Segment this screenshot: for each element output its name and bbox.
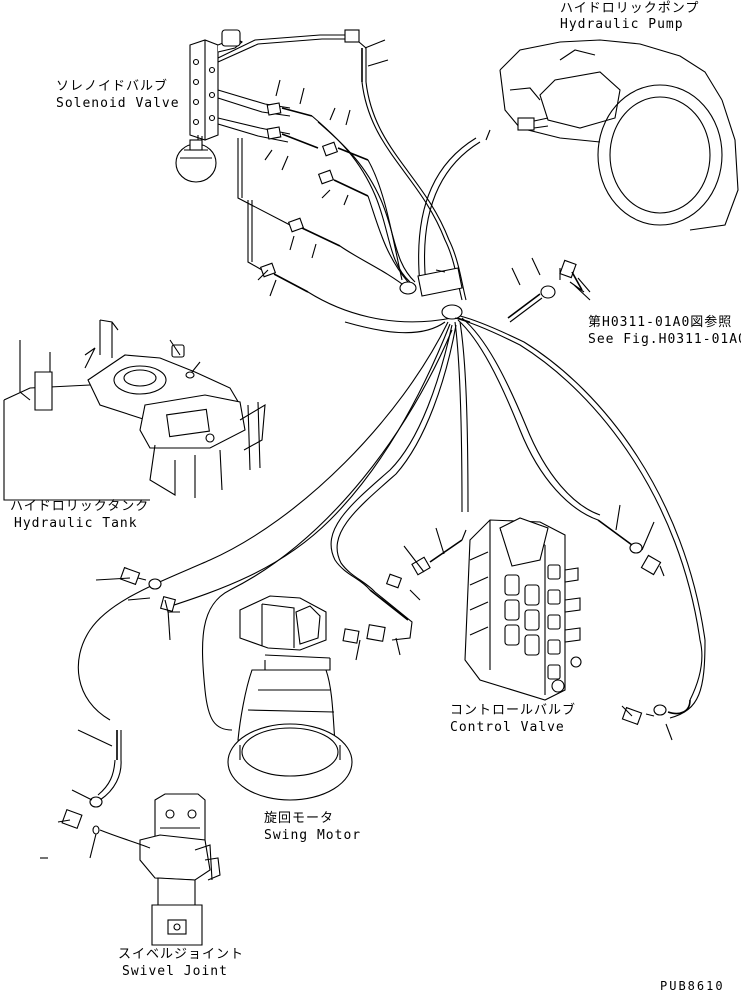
solenoid-valve-label-jp: ソレノイドバルブ xyxy=(56,78,168,94)
hydraulic-pump xyxy=(499,39,739,231)
see-fig-label-jp: 第H0311-01A0図参照 xyxy=(588,314,732,330)
hose-bundle xyxy=(307,81,481,323)
solenoid-valve xyxy=(175,29,243,183)
swing-motor-label-jp: 旋回モータ xyxy=(264,811,334,826)
hose-clamps xyxy=(399,267,471,323)
swivel-joint-label-en: Swivel Joint xyxy=(122,964,228,979)
drawing-code: PUB8610 xyxy=(660,979,725,993)
reference-fitting xyxy=(507,259,591,323)
control-valve-label-en: Control Valve xyxy=(450,720,565,735)
hydraulic-tank-label-jp: ハイドロリックタンク xyxy=(10,499,149,514)
control-valve xyxy=(464,517,582,701)
hydraulic-tank xyxy=(3,319,266,501)
label-control-valve: コントロールバルブ Control Valve xyxy=(450,702,576,735)
swing-motor xyxy=(227,595,353,801)
control-valve-label-jp: コントロールバルブ xyxy=(450,702,576,718)
label-hydraulic-pump: ハイドロリックポンプ Hydraulic Pump xyxy=(560,1,699,32)
label-hydraulic-tank: ハイドロリックタンク Hydraulic Tank xyxy=(10,499,149,531)
see-fig-label-en: See Fig.H0311-01A0 xyxy=(588,332,741,347)
label-swing-motor: 旋回モータ Swing Motor xyxy=(264,811,361,843)
bolts-washers xyxy=(119,566,162,590)
hydraulic-pump-label-jp: ハイドロリックポンプ xyxy=(560,1,699,16)
swivel-joint xyxy=(139,793,221,946)
hydraulic-pump-label-en: Hydraulic Pump xyxy=(560,17,684,32)
swivel-joint-label-jp: スイベルジョイント xyxy=(118,947,244,962)
hydraulic-tank-label-en: Hydraulic Tank xyxy=(14,516,138,531)
label-swivel-joint: スイベルジョイント Swivel Joint xyxy=(118,947,244,979)
swing-motor-label-en: Swing Motor xyxy=(264,828,361,843)
solenoid-hoses xyxy=(217,34,345,271)
label-solenoid-valve: ソレノイドバルブ Solenoid Valve xyxy=(56,78,180,111)
solenoid-valve-label-en: Solenoid Valve xyxy=(56,96,180,111)
label-see-fig: 第H0311-01A0図参照 See Fig.H0311-01A0 xyxy=(588,314,741,347)
swivel-joint-hose xyxy=(61,595,180,849)
lower-hoses xyxy=(77,315,706,731)
hose-fittings-upper xyxy=(259,29,369,293)
leader-lines xyxy=(40,39,673,859)
swing-motor-hose xyxy=(342,589,413,644)
